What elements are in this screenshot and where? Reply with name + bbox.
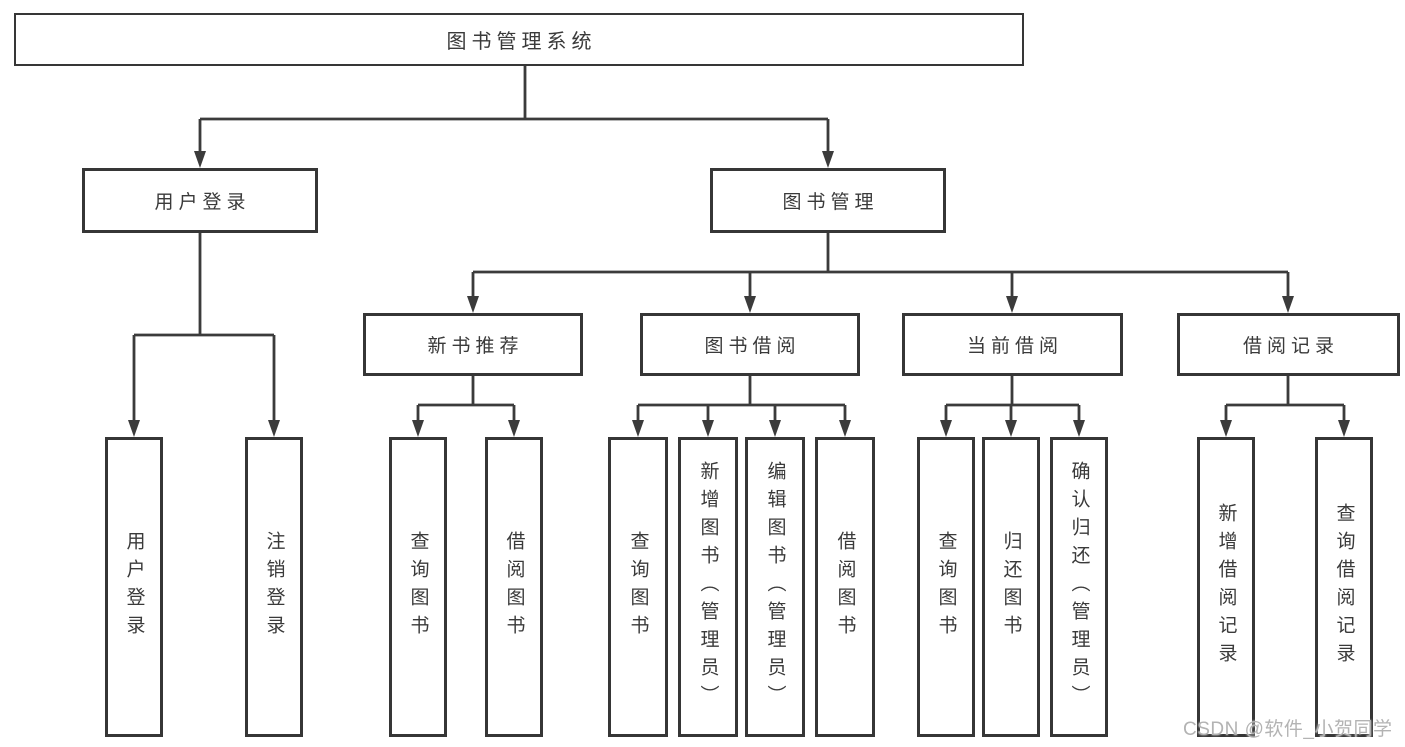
node-label: 确认归还（管理员） [1068,461,1090,713]
node-label: 新增图书（管理员） [697,461,719,713]
leaf-borrow-books: 借阅图书 [815,437,875,737]
csdn-watermark: CSDN @软件_小贺同学 [1183,719,1393,740]
arrowheads [128,151,1350,437]
node-label: 编辑图书（管理员） [764,461,786,713]
node-label: 图书借阅 [704,336,801,357]
node-label: 当前借阅 [966,336,1063,357]
leaf-confirm-return-admin: 确认归还（管理员） [1050,437,1108,737]
leaf-query-borrow-record: 查询借阅记录 [1315,437,1373,737]
node-new-book-recommend: 新书推荐 [363,313,583,376]
leaf-return-books: 归还图书 [982,437,1040,737]
leaf-add-book-admin: 新增图书（管理员） [678,437,738,737]
node-label: 用户登录 [123,531,145,643]
node-label: 查询图书 [935,531,957,643]
node-borrow-records: 借阅记录 [1177,313,1400,376]
node-current-borrow: 当前借阅 [902,313,1123,376]
node-label: 查询借阅记录 [1333,503,1355,671]
leaf-edit-book-admin: 编辑图书（管理员） [745,437,805,737]
node-label: 归还图书 [1000,531,1022,643]
node-label: 图书管理 [782,192,879,213]
node-label: 借阅图书 [503,531,525,643]
node-label: 图书管理系统 [446,31,597,53]
node-label: 查询图书 [627,531,649,643]
leaf-add-borrow-record: 新增借阅记录 [1197,437,1255,737]
leaf-user-login: 用户登录 [105,437,163,737]
leaf-query-books-current: 查询图书 [917,437,975,737]
node-label: 借阅图书 [834,531,856,643]
node-label: 用户登录 [154,192,251,213]
node-user-login: 用户登录 [82,168,318,233]
leaf-query-books-borrow: 查询图书 [608,437,668,737]
leaf-logout: 注销登录 [245,437,303,737]
leaf-query-books-recommend: 查询图书 [389,437,447,737]
node-label: 新书推荐 [427,336,524,357]
node-label: 借阅记录 [1242,336,1339,357]
node-book-borrow: 图书借阅 [640,313,860,376]
node-book-management: 图书管理 [710,168,946,233]
node-label: 新增借阅记录 [1215,503,1237,671]
node-label: 注销登录 [263,531,285,643]
node-library-management-system: 图书管理系统 [14,13,1024,66]
leaf-borrow-books-recommend: 借阅图书 [485,437,543,737]
node-label: 查询图书 [407,531,429,643]
